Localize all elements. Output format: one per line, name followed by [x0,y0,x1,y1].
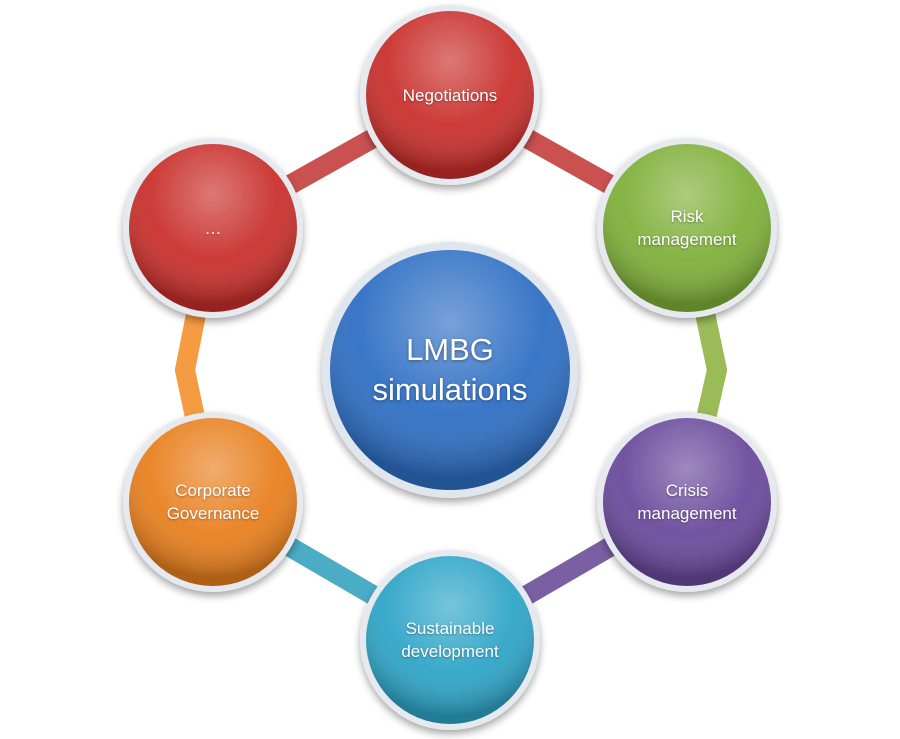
node-negotiations [360,5,540,185]
node-more [123,138,303,318]
node-risk-management [597,138,777,318]
center-circle [322,242,578,498]
node-corporate-governance [123,412,303,592]
node-crisis-management [597,412,777,592]
node-sustainable-development [360,550,540,730]
